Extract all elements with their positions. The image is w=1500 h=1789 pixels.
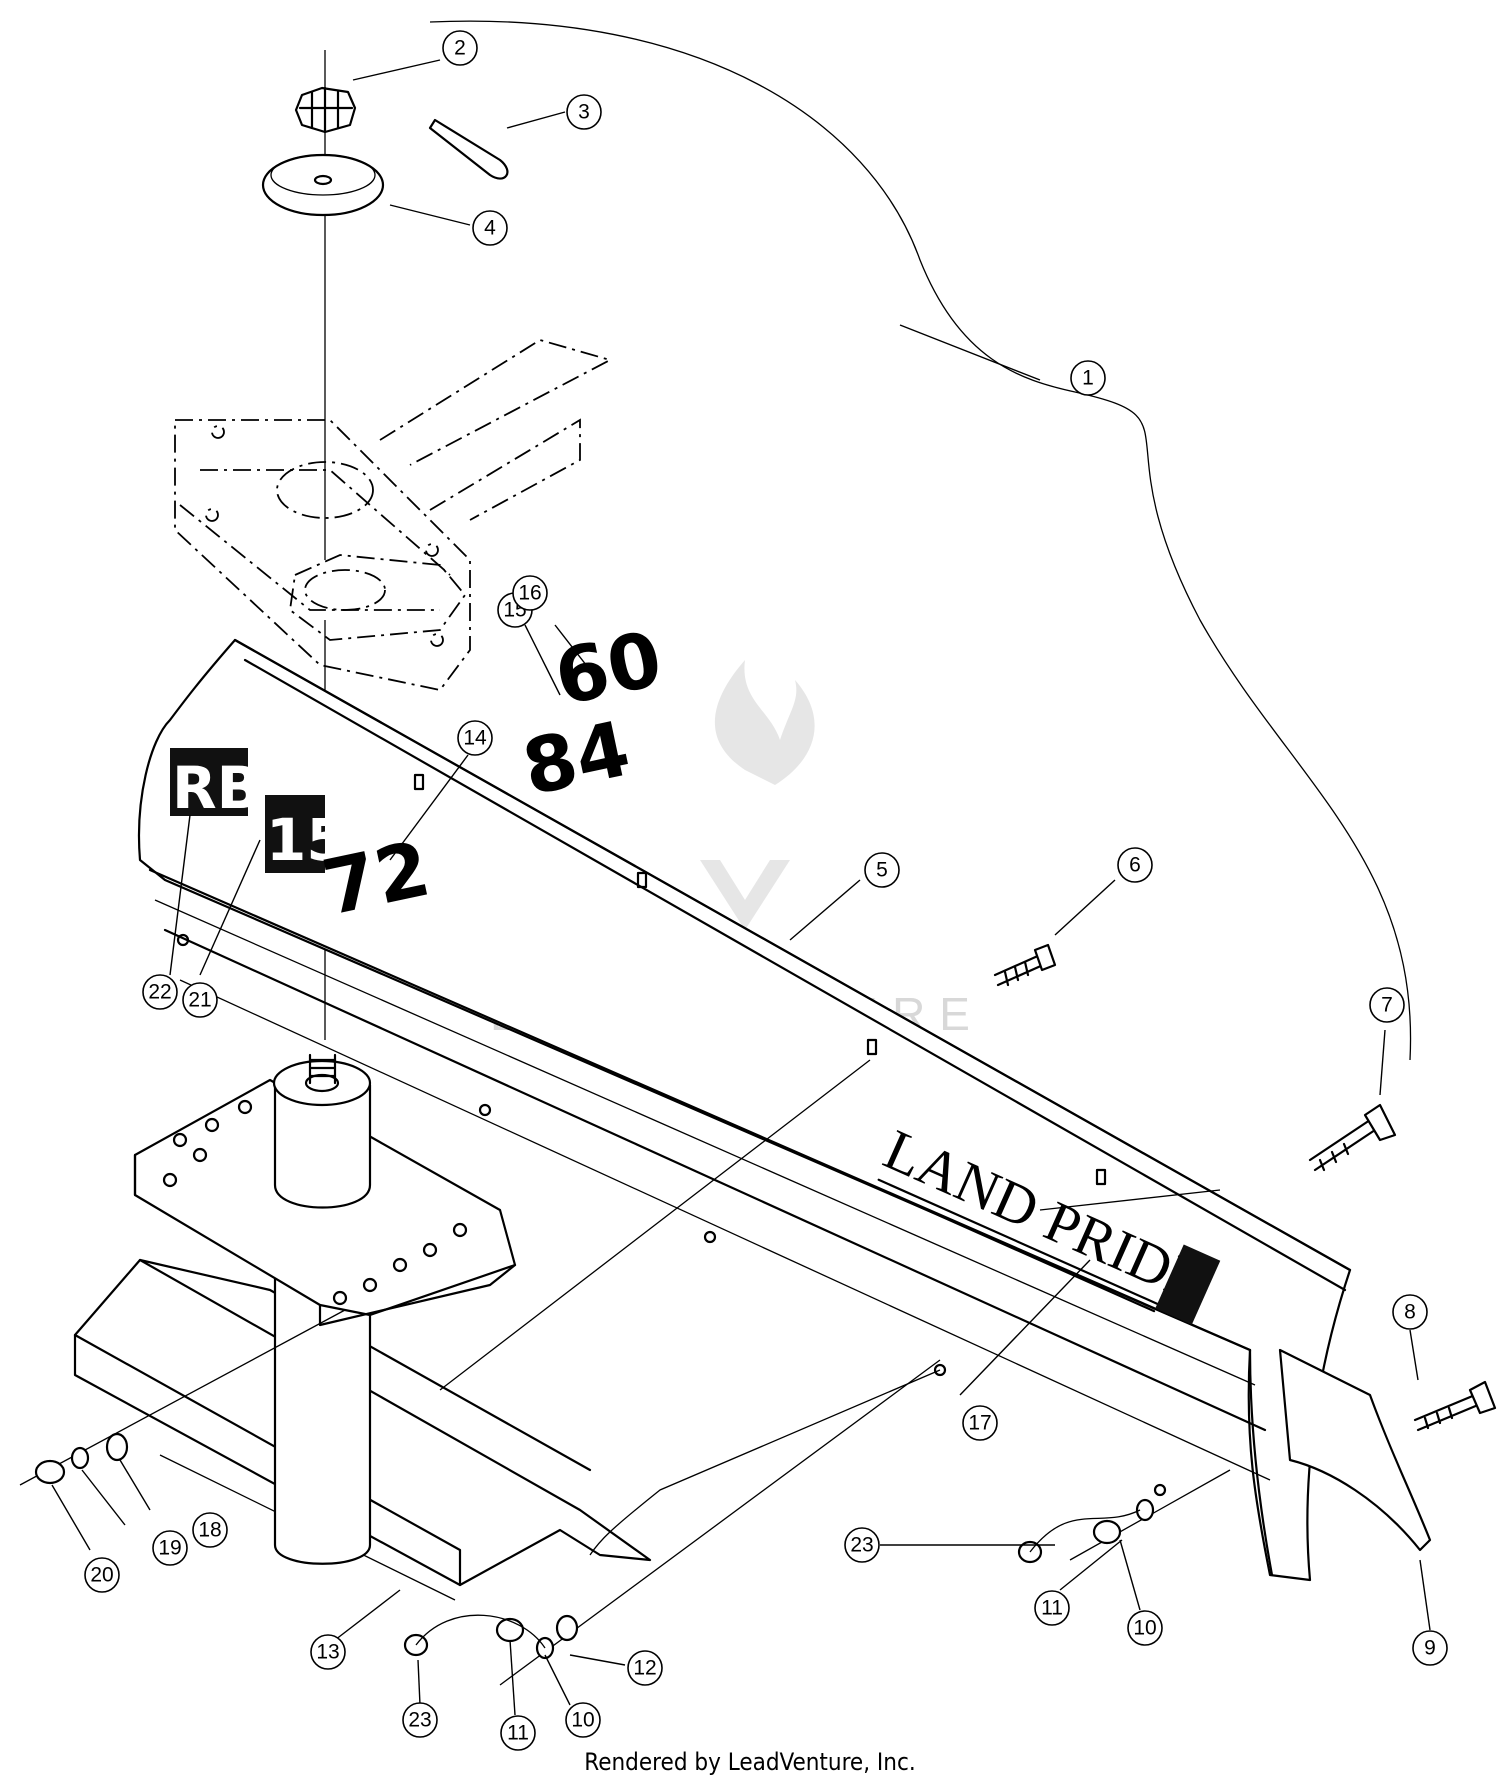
callout-number: 19: [158, 1537, 181, 1560]
callout-number: 12: [633, 1657, 656, 1680]
callout-circle: [192, 1512, 228, 1548]
callout-circle: [1127, 1610, 1163, 1646]
callout-number: 7: [1381, 994, 1393, 1017]
callout-circle: [142, 974, 178, 1010]
callout-number: 20: [90, 1564, 113, 1587]
callout-circle: [152, 1530, 188, 1566]
callout-number: 21: [188, 989, 211, 1012]
callout-number: 18: [198, 1519, 221, 1542]
callout-circle: [402, 1702, 438, 1738]
carriage-bolt-6: [993, 943, 1057, 987]
callout-circle: [962, 1405, 998, 1441]
callout-circle: [1117, 847, 1153, 883]
callout-circle: [844, 1527, 880, 1563]
pivot-mount: [73, 1053, 652, 1601]
assembly-boundary-line: [429, 20, 1412, 1061]
cutting-edge: [1278, 1348, 1432, 1552]
callout-circle: [457, 720, 493, 756]
callout-number: 22: [148, 981, 171, 1004]
callout-circle: [565, 1702, 601, 1738]
callout-circle: [1412, 1630, 1448, 1666]
decal-84: 84: [515, 704, 637, 813]
watermark-logo: [700, 660, 815, 930]
callout-number: 10: [571, 1709, 594, 1732]
callout-number: 6: [1129, 854, 1141, 877]
callout-number: 5: [876, 859, 888, 882]
callout-number: 23: [408, 1709, 431, 1732]
decal-15: 15: [265, 795, 347, 874]
callout-number: 13: [316, 1641, 339, 1664]
hardware-left: [19, 1309, 346, 1486]
callout-circle: [566, 94, 602, 130]
callout-number: 23: [850, 1534, 873, 1557]
callout-circle: [182, 982, 218, 1018]
decal-60: 60: [547, 614, 669, 723]
hardware-middle: [403, 1359, 941, 1686]
callouts: 1 2 3 4 5 6 7 8 9 10 10 11 11 12 13 14 1…: [51, 30, 1448, 1751]
washer-top: [261, 153, 385, 217]
cotter-pin: [428, 118, 509, 180]
callout-number: 2: [454, 37, 466, 60]
callout-circle: [310, 1634, 346, 1670]
footer-credit: Rendered by LeadVenture, Inc.: [584, 1748, 916, 1776]
callout-number: 11: [507, 1722, 529, 1745]
decal-72: 72: [315, 824, 437, 933]
callout-number: 3: [578, 101, 590, 124]
callout-number: 8: [1404, 1301, 1416, 1324]
plow-bolt-7: [1308, 1103, 1397, 1172]
plow-bolt-8: [1413, 1380, 1497, 1432]
decal-rb: RB: [170, 748, 261, 822]
callout-number: 17: [968, 1412, 991, 1435]
callout-number: 4: [484, 217, 496, 240]
callout-number: 14: [463, 727, 487, 750]
callout-number: 9: [1424, 1637, 1436, 1660]
callout-circle: [1392, 1294, 1428, 1330]
callout-circle: [627, 1650, 663, 1686]
callout-circle: [84, 1557, 120, 1593]
callout-number: 10: [1133, 1617, 1156, 1640]
callout-number: 1: [1082, 367, 1094, 390]
callout-circle: [442, 30, 478, 66]
callout-circle: [512, 575, 548, 611]
bolt-leader-lines: [439, 1059, 1221, 1556]
callout-circle: [472, 210, 508, 246]
callout-circle: [864, 852, 900, 888]
callout-number: 16: [518, 582, 541, 605]
callout-circle: [1070, 360, 1106, 396]
callout-circle: [1369, 987, 1405, 1023]
hardware-right: [1017, 1469, 1231, 1564]
callout-number: 11: [1041, 1597, 1063, 1620]
callout-circle: [1034, 1590, 1070, 1626]
tractor-frame: [174, 339, 613, 691]
decal-15-text: 15: [266, 806, 347, 874]
decal-rb-text: RB: [172, 754, 261, 822]
callout-circle: [500, 1715, 536, 1751]
castle-nut: [294, 86, 357, 134]
